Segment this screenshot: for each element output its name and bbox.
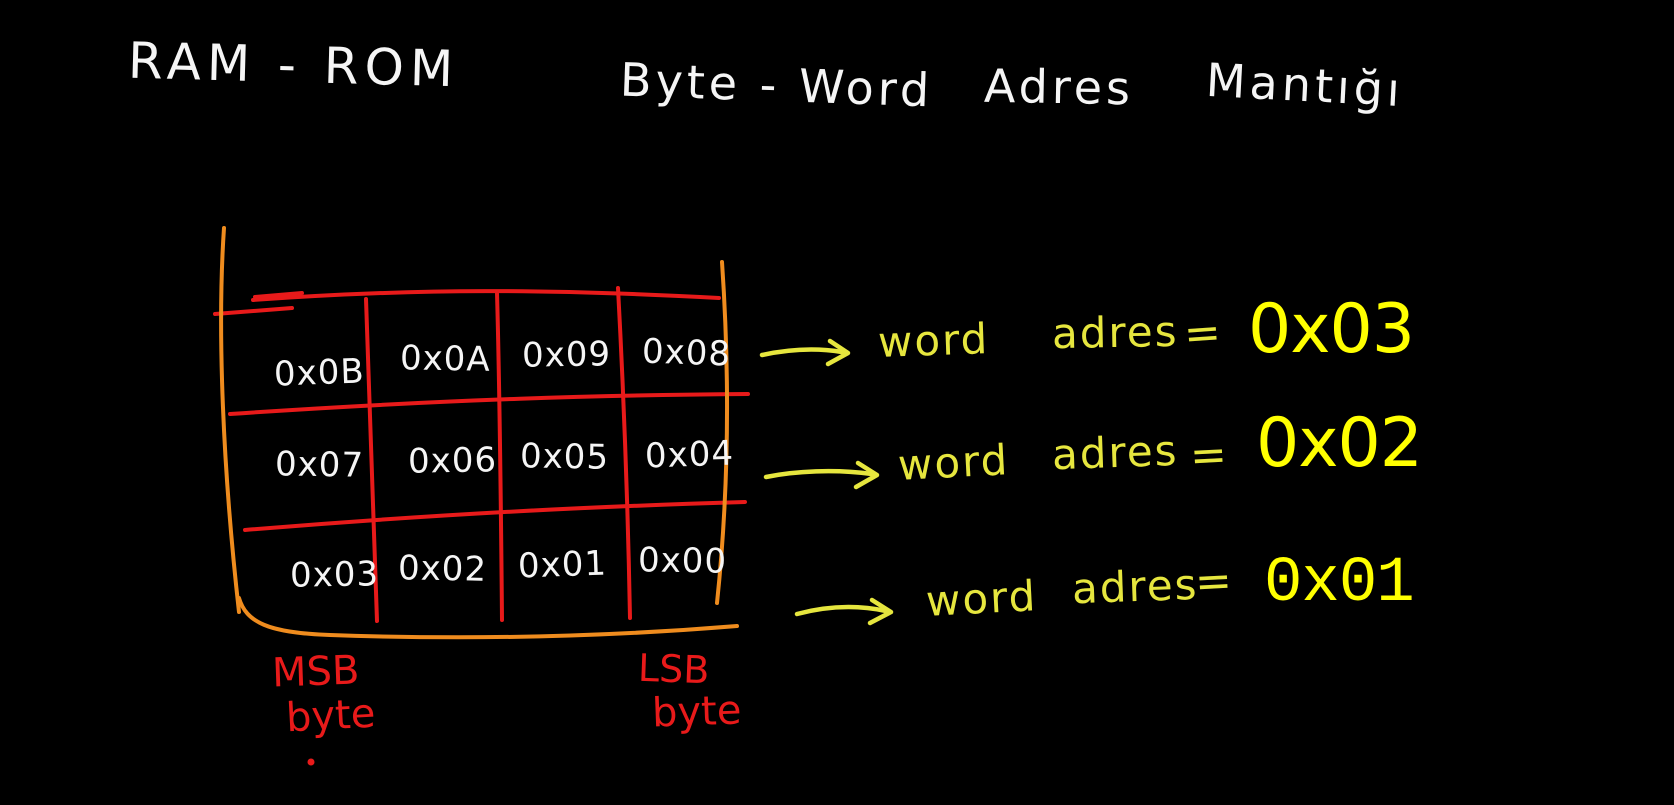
page-title-adres: Adres [983,58,1135,116]
annotation-equals: = [1188,429,1229,482]
word-address-value: 0x02 [1256,404,1423,483]
memory-cell: 0x01 [517,543,608,587]
msb-byte-label: byte [284,690,377,742]
right-arrow-icon [759,338,851,367]
right-arrow-icon [763,460,880,490]
memory-cell: 0x0B [273,351,366,395]
memory-cell: 0x02 [397,548,488,590]
word-address-value: 0x01 [1264,548,1415,620]
page-title-byte-word: Byte - Word [619,52,935,118]
lsb-byte-label: byte [651,687,743,737]
page-title-ram-rom: RAM - ROM [127,31,460,99]
memory-cell: 0x0A [399,338,491,380]
word-address-value: 0x03 [1248,290,1415,369]
memory-grid-lines [213,286,750,623]
table-outline [219,226,739,640]
memory-cell: 0x06 [407,440,498,482]
annotation-word: word [877,314,991,367]
memory-cell: 0x08 [641,331,732,375]
word-address-arrows [759,338,894,626]
right-arrow-icon [794,597,894,626]
memory-cell: 0x03 [289,554,380,596]
annotation-equals: = [1182,306,1223,361]
memory-cell: 0x00 [637,540,728,582]
annotation-equals: = [1193,555,1234,608]
memory-cell: 0x04 [644,433,735,477]
annotation-adres: adres [1051,306,1179,359]
lsb-label: LSB [637,645,711,693]
memory-cell: 0x09 [521,334,612,376]
msb-label: MSB [271,647,361,697]
page-title-mantigi: Mantığı [1204,52,1406,118]
annotation-adres: adres [1071,559,1200,614]
memory-cell: 0x07 [274,444,365,486]
annotation-adres: adres [1051,425,1180,480]
annotation-word: word [924,571,1039,626]
stray-dot [307,758,315,766]
memory-cell: 0x05 [519,436,610,478]
annotation-word: word [896,435,1011,490]
